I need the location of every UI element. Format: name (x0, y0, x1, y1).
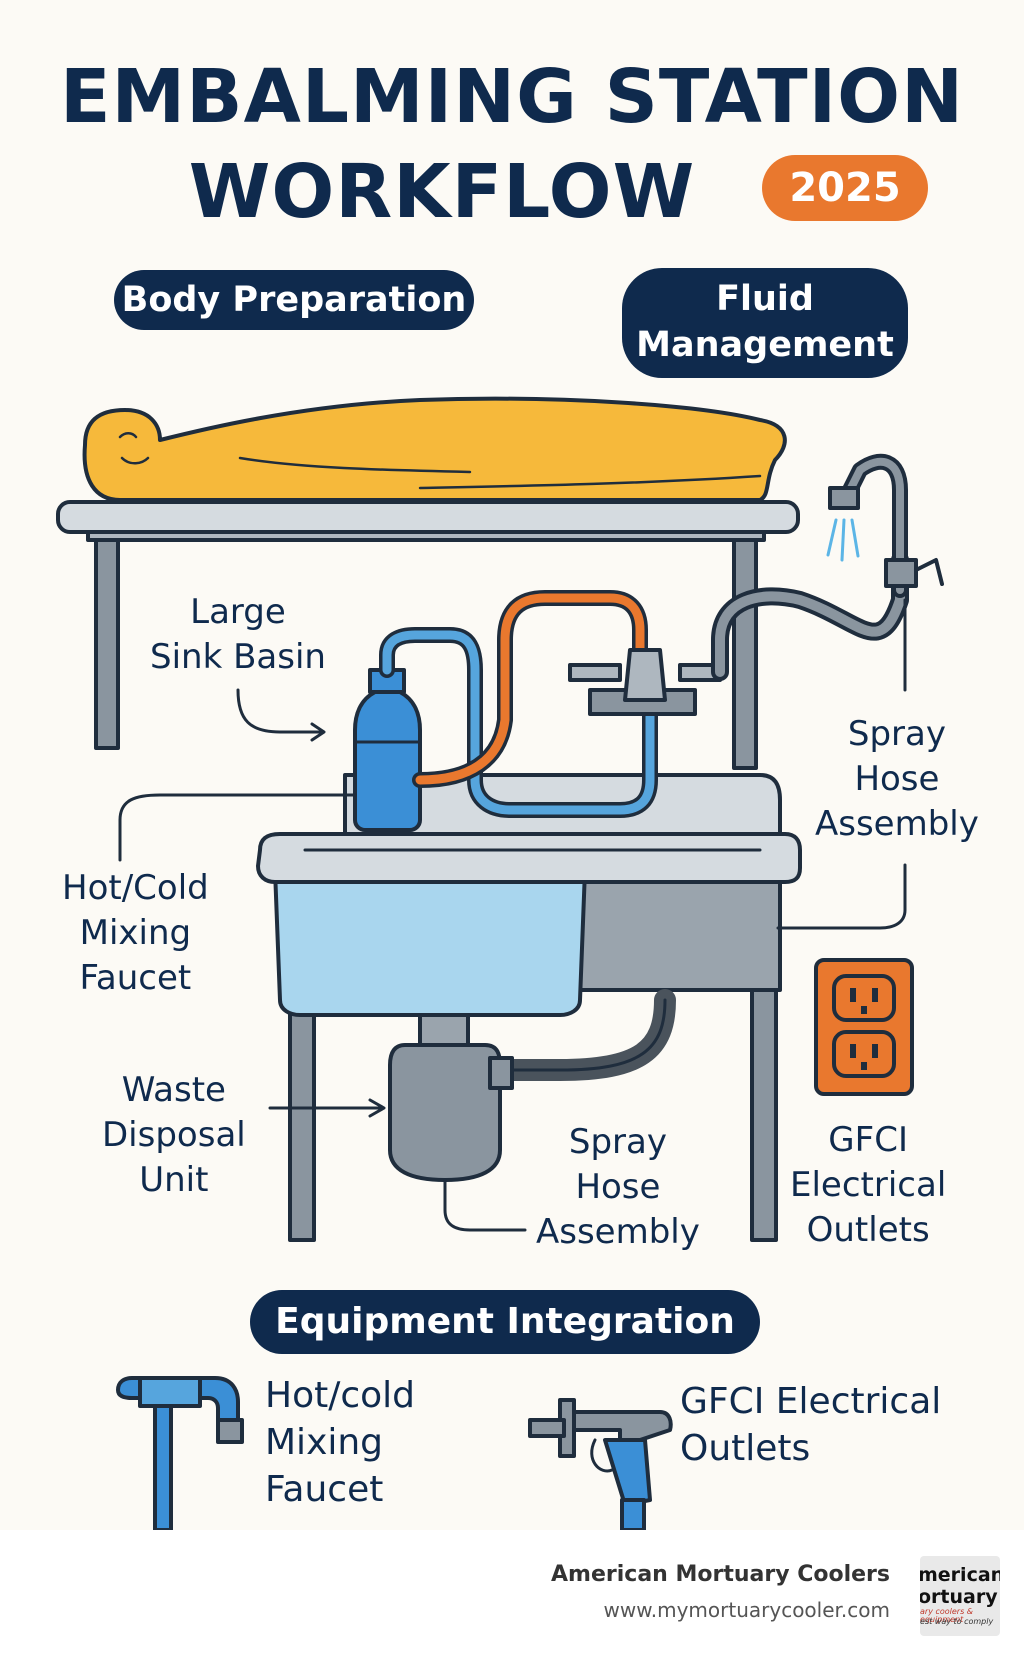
label-gfci-line3: Outlets (806, 1210, 930, 1250)
label-faucet-line1: Hot/Cold (62, 868, 209, 908)
label-spray-hose-bottom-line2: Hose (575, 1167, 661, 1207)
label-faucet: Hot/Cold Mixing Faucet (62, 866, 209, 1001)
label-sink-basin: Large Sink Basin (150, 590, 326, 680)
legend-faucet-line2: Mixing (265, 1422, 384, 1463)
body-figure (82, 396, 787, 502)
section-fluid-management: Fluid Management (622, 268, 908, 378)
footer (0, 1530, 1024, 1666)
label-sink-basin-line1: Large (190, 592, 286, 632)
connector-faucet (118, 793, 357, 862)
fluid-bottle (353, 690, 422, 832)
legend-gfci-label: GFCI Electrical Outlets (680, 1378, 941, 1472)
year-badge: 2025 (762, 155, 928, 221)
legend-faucet-line3: Faucet (265, 1469, 384, 1510)
label-waste-disposal-line2: Disposal (102, 1115, 246, 1155)
section-body-preparation: Body Preparation (114, 270, 474, 330)
table-leg-left (94, 526, 120, 750)
page-title-line1: EMBALMING STATION (59, 54, 965, 140)
connector-spray-right (776, 863, 907, 930)
spray-head (828, 486, 860, 510)
disposal-neck (418, 1013, 470, 1047)
legend-faucet-line1: Hot/cold (265, 1375, 416, 1416)
label-spray-hose-bottom-line1: Spray (568, 1122, 667, 1162)
legend-gfci-line1: GFCI Electrical (680, 1381, 942, 1422)
table-leg-right (732, 526, 758, 770)
legend-spray-gun-icon (528, 1398, 673, 1530)
arrow-sink-basin (236, 688, 322, 734)
page-title-line2: WORKFLOW (188, 149, 696, 235)
legend-faucet-icon (116, 1376, 244, 1530)
embalming-station-illustration (56, 396, 944, 1530)
label-spray-hose-bottom-line3: Assembly (536, 1212, 700, 1252)
legend-gfci-line2: Outlets (680, 1428, 811, 1469)
logo-line2: ortuary (920, 1586, 998, 1608)
section-fluid-management-line1: Fluid (716, 279, 814, 319)
logo-line3: ary coolers & equipment (920, 1607, 974, 1624)
brand-logo: merican ortuary ary coolers & equipment … (920, 1556, 1000, 1636)
disposal-unit (388, 1043, 502, 1182)
label-spray-hose-bottom: Spray Hose Assembly (536, 1120, 700, 1255)
label-waste-disposal-line1: Waste (121, 1070, 226, 1110)
footer-brand: American Mortuary Coolers (551, 1562, 890, 1587)
footer-url[interactable]: www.mymortuarycooler.com (603, 1598, 890, 1622)
label-faucet-line2: Mixing (79, 913, 192, 953)
label-spray-hose-right: Spray Hose Assembly (815, 712, 979, 847)
label-gfci-line2: Electrical (790, 1165, 947, 1205)
legend-faucet-label: Hot/cold Mixing Faucet (265, 1372, 415, 1513)
label-spray-hose-right-line1: Spray (847, 714, 946, 754)
connector-spray-bottom (443, 1178, 527, 1232)
label-gfci-line1: GFCI (828, 1120, 908, 1160)
sink-basin (273, 868, 587, 1017)
faucet-spout (623, 648, 667, 702)
table-top (56, 500, 800, 534)
label-sink-basin-line2: Sink Basin (150, 637, 326, 677)
label-waste-disposal-line3: Unit (139, 1160, 209, 1200)
section-fluid-management-line2: Management (636, 325, 894, 365)
label-spray-hose-right-line2: Hose (854, 759, 940, 799)
sink-rim (256, 832, 802, 884)
label-spray-hose-right-line3: Assembly (815, 804, 979, 844)
section-equipment-integration: Equipment Integration (250, 1290, 760, 1354)
label-gfci: GFCI Electrical Outlets (790, 1118, 946, 1253)
water-spray (826, 518, 860, 562)
label-waste-disposal: Waste Disposal Unit (102, 1068, 246, 1203)
label-faucet-line3: Faucet (79, 958, 192, 998)
sink-leg-right (750, 958, 778, 1242)
logo-line1: merican (920, 1564, 1000, 1586)
logo-line4: est way to comply (920, 1617, 994, 1626)
